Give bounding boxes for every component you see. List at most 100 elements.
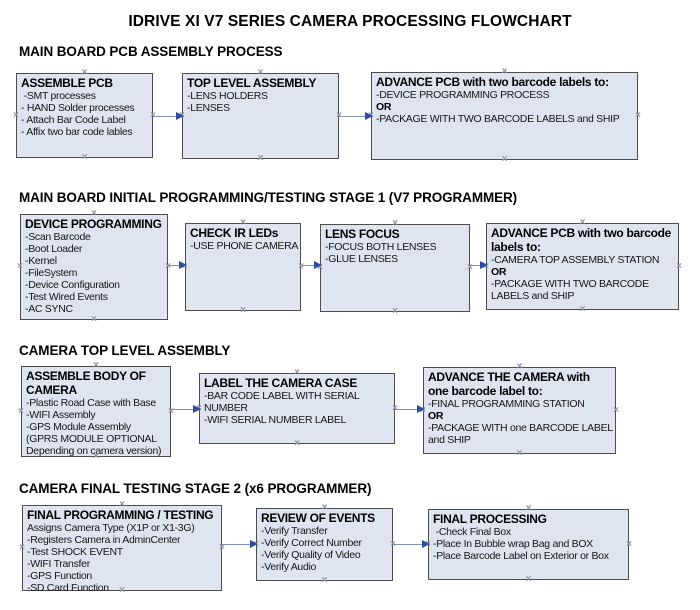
box-line: -Verify Quality of Video	[261, 549, 361, 561]
flow-arrow	[339, 111, 373, 120]
connector-handle-icon: ×	[257, 153, 264, 164]
box-line: -GLUE LENSES	[325, 253, 398, 265]
box-line: - Attach Bar Code Label	[21, 114, 126, 126]
flow-arrow	[153, 111, 184, 120]
box-line: -LENSES	[187, 102, 230, 114]
box-line-or: OR	[428, 410, 444, 422]
arrowhead-icon	[179, 260, 187, 269]
connector-handle-icon: ×	[525, 574, 532, 585]
box-line: -WIFI Transfer	[27, 558, 90, 570]
box-line: -BAR CODE LABEL WITH SERIAL NUMBER	[204, 390, 362, 414]
arrowhead-icon	[314, 260, 322, 269]
box-line: -DEVICE PROGRAMMING PROCESS	[376, 89, 550, 101]
box-title: DEVICE PROGRAMMING	[25, 217, 162, 231]
box-line: -USE PHONE CAMERA	[190, 240, 299, 252]
box-line: -FINAL PROGRAMMING STATION	[428, 398, 585, 410]
flow-arrow	[171, 404, 201, 413]
page-title: IDRIVE XI V7 SERIES CAMERA PROCESSING FL…	[128, 13, 572, 30]
arrowhead-icon	[193, 404, 201, 413]
box-line: -Device Configuration	[25, 279, 120, 291]
box-line: -SMT processes	[21, 90, 96, 102]
flow-arrow	[395, 404, 425, 413]
box-line: -WIFI SERIAL NUMBER LABEL	[204, 414, 347, 426]
box-line: -Boot Loader	[25, 243, 83, 255]
section-heading-final-testing-stage2: CAMERA FINAL TESTING STAGE 2 (x6 PROGRAM…	[19, 481, 372, 496]
arrowhead-icon	[417, 404, 425, 413]
box-line: -Place Barcode Label on Exterior or Box	[433, 550, 609, 562]
box-line: -FileSystem	[25, 267, 78, 279]
flow-box-final-programming-testing: FINAL PROGRAMMING / TESTING Assigns Came…	[19, 500, 225, 596]
box-title: ASSEMBLE BODY OF CAMERA	[26, 369, 146, 397]
connector-handle-icon: ×	[321, 575, 328, 586]
box-line: -Registers Camera in AdminCenter	[27, 534, 181, 546]
box-line: -Scan Barcode	[25, 231, 91, 243]
flow-arrow	[393, 539, 430, 548]
box-line: -Place In Bubble wrap Bag and BOX	[433, 538, 593, 550]
box-title: ASSEMBLE PCB	[21, 76, 113, 90]
connector-handle-icon: ×	[91, 314, 97, 325]
flow-box-device-programming: DEVICE PROGRAMMING -Scan Barcode -Boot L…	[17, 209, 171, 325]
arrowhead-icon	[422, 539, 430, 548]
connector-handle-icon: ×	[392, 306, 398, 317]
box-line: -GPS Function	[27, 570, 92, 582]
flow-box-label-camera-case: LABEL THE CAMERA CASE -BAR CODE LABEL WI…	[196, 368, 398, 449]
arrowhead-icon	[176, 111, 184, 120]
box-line: -Kernel	[25, 255, 57, 267]
box-line: Assigns Camera Type (X1P or X1-3G)	[27, 522, 195, 534]
box-line: -Test Wired Events	[25, 291, 108, 303]
section-heading-programming-stage1: MAIN BOARD INITIAL PROGRAMMING/TESTING S…	[19, 190, 518, 205]
box-line: -CAMERA TOP ASSEMBLY STATION	[491, 254, 660, 266]
connector-handle-icon: ×	[579, 304, 586, 315]
flow-arrow	[168, 260, 187, 269]
flow-arrow	[301, 260, 322, 269]
flow-box-check-ir-leds: CHECK IR LEDs -USE PHONE CAMERA ××××	[182, 218, 304, 316]
connector-handle-icon: ×	[240, 305, 246, 316]
box-line: -Plastic Road Case with Base	[26, 397, 156, 409]
box-title: FINAL PROCESSING	[433, 512, 547, 526]
connector-handle-icon: ×	[294, 438, 300, 449]
connector-handle-icon: ×	[516, 448, 523, 459]
box-title: ADVANCE PCB with two barcode labels to:	[491, 226, 672, 254]
box-line: - HAND Solder processes	[21, 102, 135, 114]
box-line: Depending on camera version)	[26, 445, 162, 457]
box-line: -Check Final Box	[433, 526, 511, 538]
box-line: -Verify Correct Number	[261, 537, 362, 549]
flow-arrow	[222, 539, 258, 548]
box-title: REVIEW OF EVENTS	[261, 511, 375, 525]
box-line: - Affix two bar code lables	[21, 126, 133, 138]
connector-handle-icon: ×	[81, 152, 88, 163]
flow-box-lens-focus: LENS FOCUS -FOCUS BOTH LENSES -GLUE LENS…	[317, 219, 473, 317]
flow-box-advance-camera-one-label: ADVANCE THE CAMERA with one barcode labe…	[420, 362, 619, 459]
box-title: TOP LEVEL ASSEMBLY	[187, 76, 317, 90]
section-heading-camera-top-assembly: CAMERA TOP LEVEL ASSEMBLY	[19, 343, 231, 358]
flow-box-top-level-assembly: TOP LEVEL ASSEMBLY -LENS HOLDERS -LENSES…	[179, 68, 342, 164]
box-line: -PACKAGE WITH TWO BARCODE LABELS and SHI…	[491, 278, 652, 302]
box-line: (GPRS MODULE OPTIONAL	[26, 433, 157, 445]
box-title: LENS FOCUS	[325, 227, 400, 241]
box-line: -SD Card Function	[27, 582, 109, 594]
box-title: ADVANCE PCB with two barcode labels to:	[376, 75, 609, 89]
box-line-or: OR	[491, 266, 507, 278]
box-line: -PACKAGE WITH TWO BARCODE LABELS and SHI…	[376, 113, 620, 125]
section-heading-pcb-assembly: MAIN BOARD PCB ASSEMBLY PROCESS	[19, 44, 283, 59]
box-line: -Verify Audio	[261, 561, 317, 573]
box-line-or: OR	[376, 101, 392, 113]
box-title: FINAL PROGRAMMING / TESTING	[27, 508, 214, 522]
box-line: -PACKAGE WITH one BARCODE LABEL and SHIP	[428, 422, 616, 446]
box-line: -LENS HOLDERS	[187, 90, 268, 102]
flow-box-assemble-pcb: ASSEMBLE PCB -SMT processes - HAND Solde…	[13, 68, 156, 163]
arrowhead-icon	[480, 260, 488, 269]
flow-box-assemble-body-of-camera: ASSEMBLE BODY OF CAMERA -Plastic Road Ca…	[18, 361, 174, 462]
box-line: -Test SHOCK EVENT	[27, 546, 123, 558]
connector-handle-icon: ×	[501, 154, 508, 165]
box-line: -AC SYNC	[25, 303, 73, 315]
box-line: -FOCUS BOTH LENSES	[325, 241, 437, 253]
box-title: CHECK IR LEDs	[190, 226, 279, 240]
box-line: -WIFI Assembly	[26, 409, 96, 421]
arrowhead-icon	[250, 539, 258, 548]
flow-box-review-of-events: REVIEW OF EVENTS -Verify Transfer -Verif…	[253, 503, 396, 586]
flow-box-advance-pcb-two-labels: ADVANCE PCB with two barcode labels to: …	[368, 67, 641, 165]
box-title: ADVANCE THE CAMERA with one barcode labe…	[428, 370, 590, 398]
arrowhead-icon	[365, 111, 373, 120]
